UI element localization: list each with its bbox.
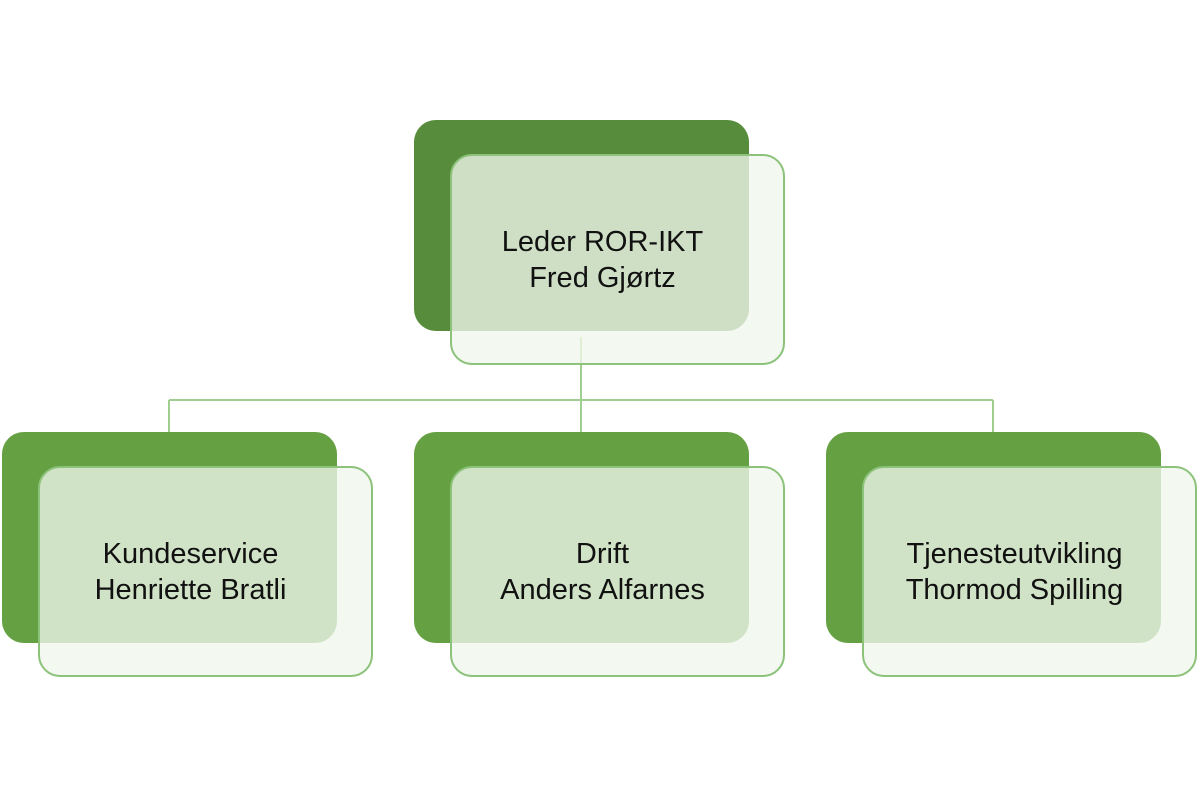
node-leader-title: Leder ROR-IKT [501, 225, 704, 258]
node-tjenesteutvikling-name: Thormod Spilling [905, 573, 1124, 606]
node-tjenesteutvikling-box: Tjenesteutvikling Thormod Spilling [862, 466, 1197, 677]
node-drift: Drift Anders Alfarnes [414, 432, 789, 682]
node-leader: Leder ROR-IKT Fred Gjørtz [414, 120, 789, 370]
node-tjenesteutvikling: Tjenesteutvikling Thormod Spilling [826, 432, 1200, 682]
node-drift-box: Drift Anders Alfarnes [450, 466, 785, 677]
node-kundeservice-title: Kundeservice [102, 537, 279, 570]
node-kundeservice: Kundeservice Henriette Bratli [2, 432, 377, 682]
node-leader-name: Fred Gjørtz [529, 261, 676, 294]
node-tjenesteutvikling-title: Tjenesteutvikling [906, 537, 1123, 570]
node-kundeservice-name: Henriette Bratli [94, 573, 287, 606]
node-leader-box: Leder ROR-IKT Fred Gjørtz [450, 154, 785, 365]
node-kundeservice-box: Kundeservice Henriette Bratli [38, 466, 373, 677]
node-drift-title: Drift [575, 537, 630, 570]
node-drift-name: Anders Alfarnes [500, 573, 705, 606]
